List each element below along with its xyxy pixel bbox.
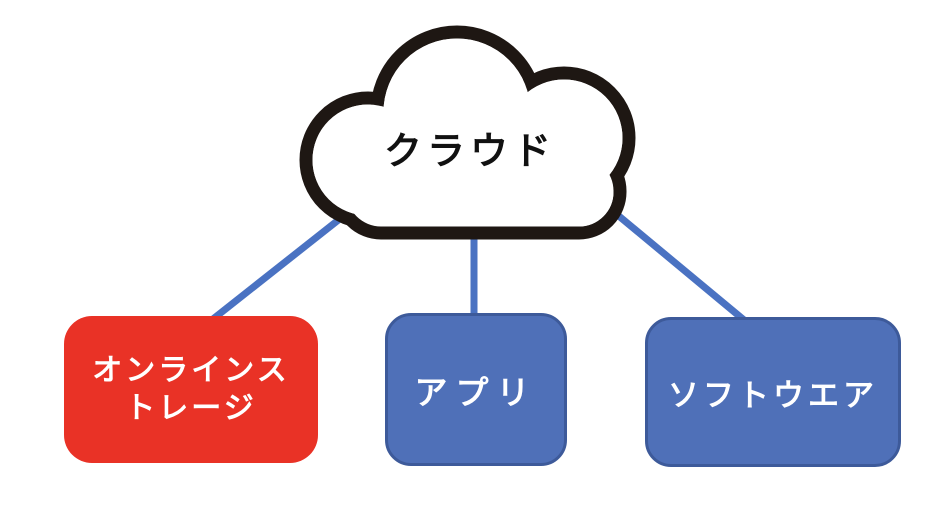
node-label-line: トレージ: [125, 391, 257, 425]
node-app: アプリ: [385, 313, 567, 466]
cloud-label: クラウド: [384, 131, 556, 173]
connector-line-right: [611, 209, 747, 323]
node-label: アプリ: [414, 373, 538, 411]
connector-line-left: [210, 211, 349, 322]
node-label-line: オンラインス: [92, 353, 290, 387]
node-label: ソフトウエア: [668, 377, 878, 413]
node-online-storage: オンラインス トレージ: [64, 316, 318, 463]
cloud-shape: クラウド: [299, 25, 636, 240]
cloud-icon-fill: [312, 38, 623, 227]
node-software: ソフトウエア: [645, 317, 901, 467]
